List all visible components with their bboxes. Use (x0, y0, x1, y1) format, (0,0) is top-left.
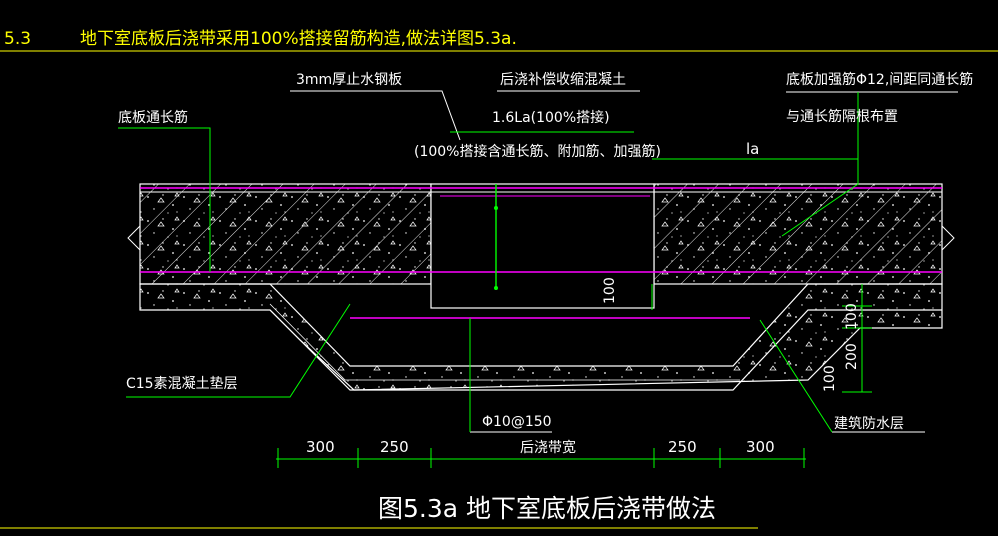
dim-vertical-3: 100 (822, 365, 838, 392)
label-postcast: 后浇补偿收缩混凝土 (500, 72, 626, 88)
label-lap-note: (100%搭接含通长筋、附加筋、加强筋) (414, 143, 661, 160)
label-waterproof: 建筑防水层 (834, 416, 904, 432)
label-lap-length: 1.6La(100%搭接) (492, 109, 610, 126)
dim-bottom-3: 250 (668, 438, 697, 456)
dim-bottom-2: 后浇带宽 (520, 439, 576, 456)
postcast-strip (430, 183, 655, 309)
figure-title: 图5.3a 地下室底板后浇带做法 (378, 494, 716, 523)
dim-bottom-4: 300 (746, 438, 775, 456)
label-reinforcing-bar-line2: 与通长筋隔根布置 (786, 108, 898, 125)
header-number: 5.3 (4, 29, 31, 49)
break-line-left (127, 225, 141, 251)
header-text: 地下室底板后浇带采用100%搭接留筋构造,做法详图5.3a. (80, 29, 517, 49)
label-waterstop: 3mm厚止水钢板 (296, 72, 402, 88)
leader-c15 (126, 303, 351, 398)
dim-vertical-0: 100 (602, 277, 618, 304)
label-la: la (746, 140, 759, 158)
label-c15: C15素混凝土垫层 (126, 376, 238, 392)
break-line-right (941, 225, 955, 251)
label-bottom-rebar: 底板通长筋 (118, 109, 188, 126)
label-stirrup: Φ10@150 (482, 414, 552, 430)
leader-bottom-rebar (118, 127, 211, 272)
dim-bottom-0: 300 (306, 438, 335, 456)
label-reinforcing-bar: 底板加强筋Φ12,间距同通长筋 (786, 71, 973, 88)
dim-vertical-1: 100 (844, 303, 860, 330)
dim-bottom-1: 250 (380, 438, 409, 456)
dim-vertical-2: 200 (844, 343, 860, 370)
